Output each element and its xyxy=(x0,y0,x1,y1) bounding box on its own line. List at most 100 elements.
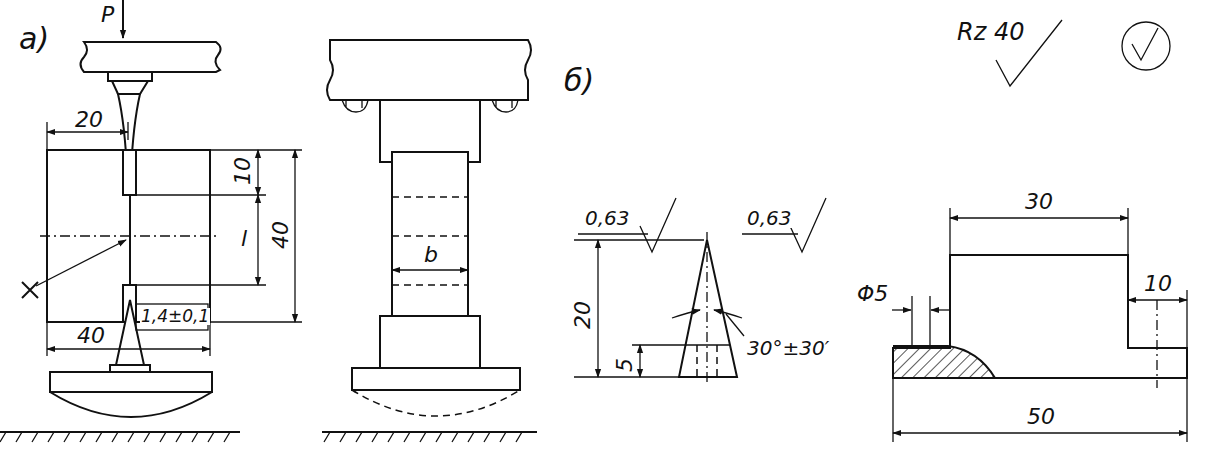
specimen xyxy=(123,150,136,195)
dimension-symbol: l xyxy=(240,228,248,250)
knife-edge xyxy=(686,344,730,345)
welded-part xyxy=(1128,299,1187,300)
roughness-value: 0,63 xyxy=(746,208,793,228)
dimension-lines xyxy=(294,150,295,322)
press-platen xyxy=(112,81,148,94)
welded-part xyxy=(949,208,950,255)
lower-support-side xyxy=(380,316,480,368)
dimension: 20 xyxy=(74,109,104,131)
dimension-lines xyxy=(47,131,128,132)
crack-gauge-pointer xyxy=(36,240,126,286)
dimension-holder: 10 xyxy=(232,156,254,186)
roughness-value-holder: Rz 40 xyxy=(956,20,1025,44)
lower-support xyxy=(50,300,212,417)
ground xyxy=(324,432,522,442)
roughness-symbol xyxy=(1132,28,1158,60)
lower-support xyxy=(50,372,212,392)
force-label: P xyxy=(100,4,115,26)
welded-part xyxy=(890,340,1000,380)
welded-part xyxy=(911,296,912,346)
knife-edge xyxy=(672,310,700,318)
diameter-dimension: Φ5 xyxy=(856,283,889,305)
dimension: 40 xyxy=(270,220,292,250)
press-platen-side xyxy=(327,40,531,100)
dimension-lines xyxy=(46,322,47,356)
load-arrow xyxy=(123,0,124,38)
knife-edge xyxy=(574,232,744,384)
dimension-holder: 20 xyxy=(74,109,104,131)
dimension: 10 xyxy=(1143,273,1173,295)
specimen-side xyxy=(392,152,468,322)
roughness-value: Rz 40 xyxy=(956,20,1025,44)
knife-edge xyxy=(597,240,598,377)
knife-edge xyxy=(706,232,707,384)
roughness-symbol xyxy=(742,233,798,234)
specimen-side xyxy=(392,235,468,237)
knife-edge xyxy=(639,345,640,377)
dimension-holder: 5 xyxy=(614,357,636,373)
welded-part xyxy=(950,217,1128,218)
knife-edge xyxy=(726,314,744,336)
tolerance-dimension: 1,4±0,1 xyxy=(140,308,210,325)
lower-support xyxy=(110,365,150,372)
lower-support-side xyxy=(352,316,520,416)
lower-support xyxy=(50,392,212,417)
welded-part xyxy=(1186,290,1187,348)
dimension-lines xyxy=(47,122,302,356)
dimension-lines xyxy=(136,194,266,195)
dimension: 30 xyxy=(1024,191,1054,213)
dimension-lines xyxy=(257,195,258,285)
dimension-lines xyxy=(210,321,302,322)
knife-edge xyxy=(574,376,680,377)
dimension-symbol-holder: b xyxy=(423,244,439,266)
specimen xyxy=(129,195,131,285)
dimension-lines xyxy=(210,149,302,150)
dimension-holder: 20 xyxy=(572,300,594,330)
view-letter: б) xyxy=(563,66,595,96)
roughness-symbol xyxy=(578,20,1170,252)
crack-gauge-pointer xyxy=(22,240,126,298)
specimen-side xyxy=(392,152,468,322)
dimension: 40 xyxy=(76,325,106,347)
dimension: 10 xyxy=(232,156,254,186)
roughness-symbol xyxy=(790,198,826,252)
view-letter-holder: б) xyxy=(563,66,595,96)
welded-part xyxy=(890,208,1187,442)
dimension-holder: 10 xyxy=(1143,273,1173,295)
force-label-holder: P xyxy=(100,4,115,26)
welded-part xyxy=(1156,300,1157,388)
dimension: 50 xyxy=(1026,406,1056,428)
specimen xyxy=(40,235,218,236)
roughness-symbol xyxy=(1122,22,1170,70)
knife-edge xyxy=(716,345,718,377)
welded-part xyxy=(929,296,930,346)
knife-edge xyxy=(574,239,704,240)
roughness-symbol xyxy=(578,233,648,234)
press-platen-side xyxy=(327,40,531,162)
lower-support-side xyxy=(352,390,520,416)
specimen-side xyxy=(392,284,468,286)
dimension-lines xyxy=(136,284,266,285)
roughness-value-holder: 0,63 xyxy=(584,208,631,229)
knife-edge xyxy=(696,345,698,377)
welded-part xyxy=(893,432,1187,433)
welded-part xyxy=(931,309,950,310)
welded-part xyxy=(949,300,951,348)
dimension-lines xyxy=(209,322,210,356)
specimen-side xyxy=(392,269,468,270)
ground xyxy=(0,431,240,433)
specimen xyxy=(40,150,218,322)
dimension-holder: 50 xyxy=(1026,406,1056,428)
dimension-holder: 30 xyxy=(1024,191,1054,213)
welded-part xyxy=(893,346,995,378)
specimen-side xyxy=(392,196,468,198)
roughness-value-holder: 0,63 xyxy=(746,208,793,229)
lower-support-side xyxy=(352,368,520,390)
press-platen-side xyxy=(492,100,518,112)
view-letter-holder: а) xyxy=(18,24,50,54)
press-platen xyxy=(108,72,152,81)
press-platen-side xyxy=(342,100,368,112)
ground xyxy=(322,431,537,433)
dimension-lines xyxy=(46,122,47,150)
dimension: 5 xyxy=(614,357,636,373)
